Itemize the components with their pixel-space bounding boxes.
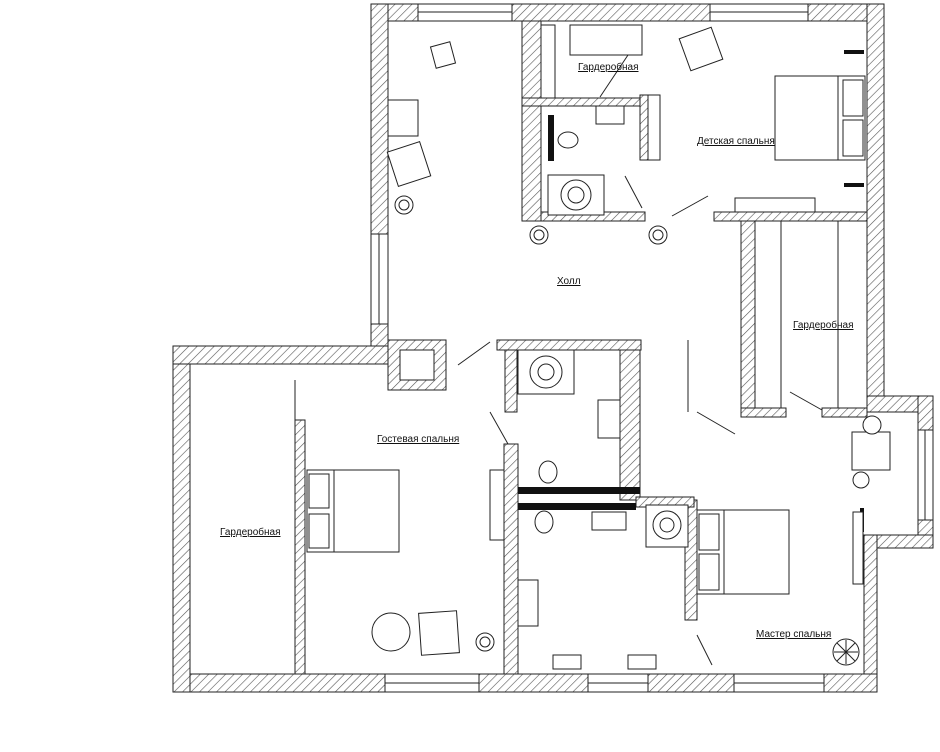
plant-icon (832, 638, 860, 666)
room-label-master-bedroom: Мастер спальня (756, 629, 831, 640)
room-label-wardrobe-left: Гардеробная (220, 526, 281, 538)
interior-walls (294, 20, 868, 675)
room-label-wardrobe-top: Гардеробная (578, 61, 639, 73)
room-label-guest-bedroom: Гостевая спальня (377, 434, 459, 445)
room-label-wardrobe-right: Гардеробная (793, 319, 854, 331)
room-label-kids-bedroom: Детская спальня (697, 136, 775, 147)
doors (294, 54, 823, 666)
furniture (306, 26, 891, 670)
room-labels: Гардеробная Детская спальня Холл Гардеро… (220, 61, 854, 640)
room-label-hall: Холл (557, 276, 581, 287)
wardrobe-racks (540, 24, 643, 99)
windows (370, 3, 934, 693)
